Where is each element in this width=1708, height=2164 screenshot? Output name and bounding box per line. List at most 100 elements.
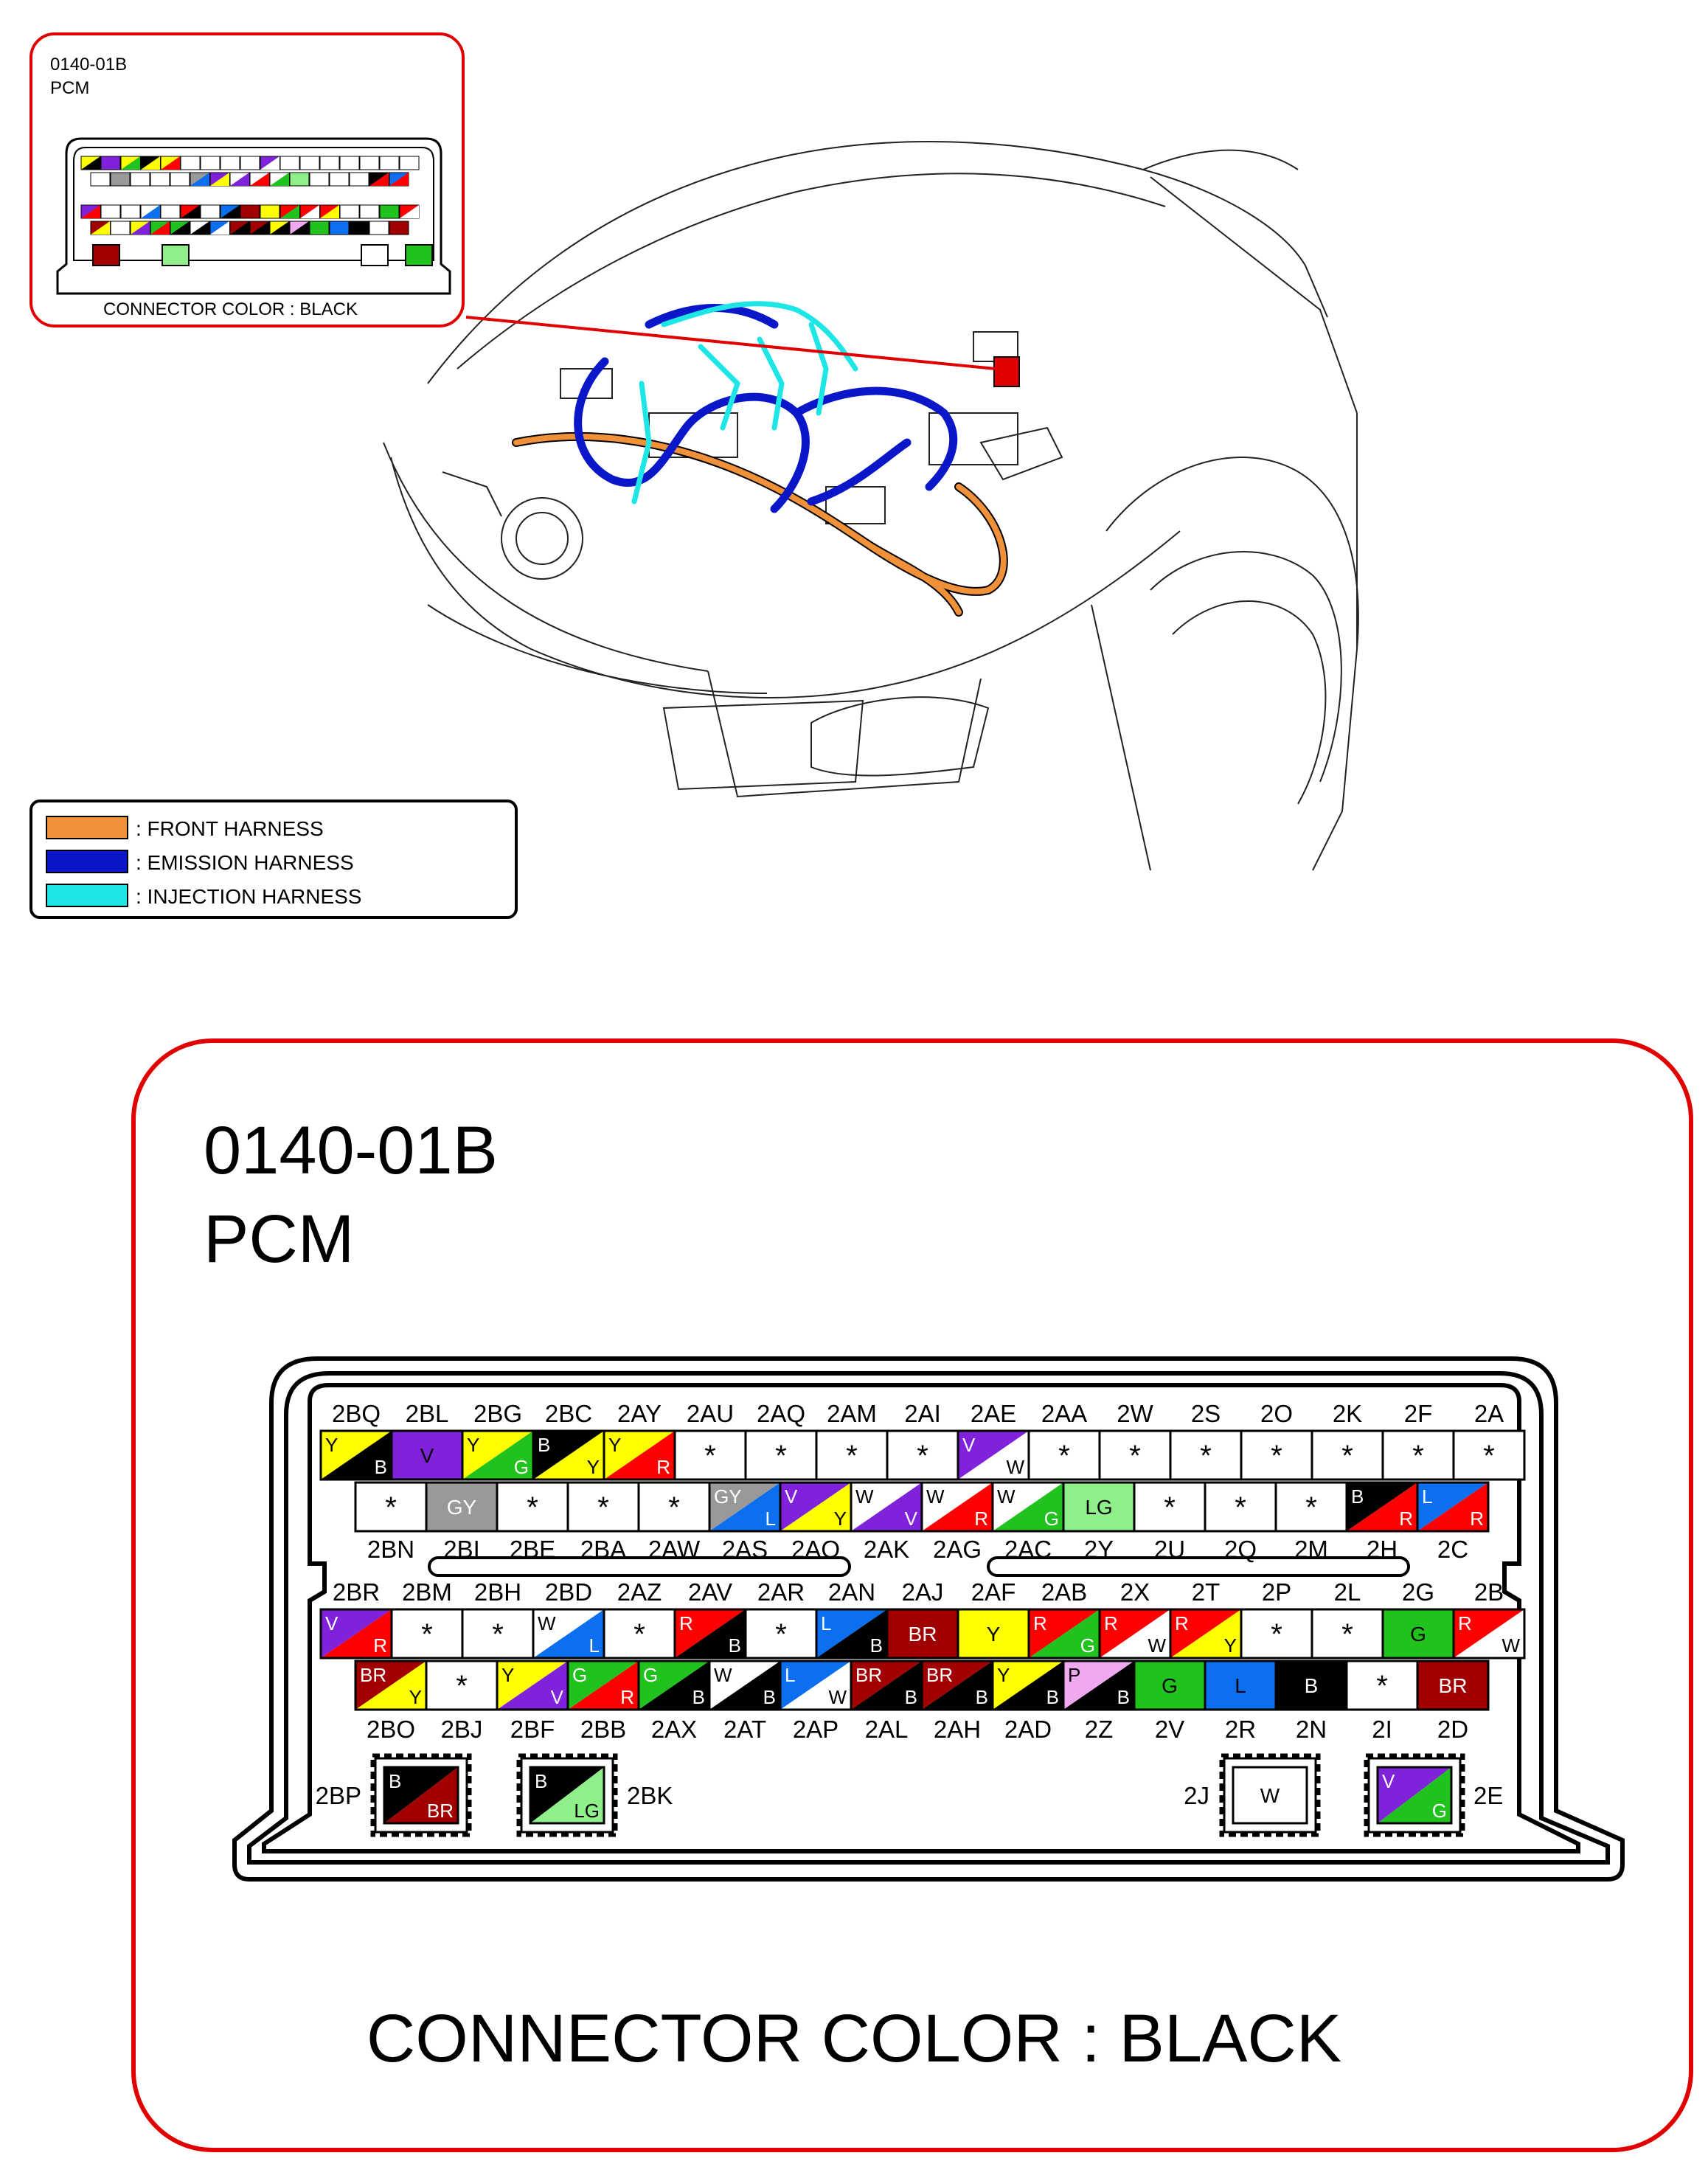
pin-color-code-secondary: V	[551, 1686, 564, 1708]
pin-empty-marker: *	[1129, 1440, 1141, 1472]
pin-cell-2ay[interactable]: YR	[603, 1429, 676, 1481]
pin-label: 2BE	[510, 1536, 555, 1563]
pin-cell-2bk[interactable]: BLG	[529, 1766, 605, 1825]
pin-cell-2n[interactable]: B	[1274, 1660, 1348, 1711]
pin-label: 2H	[1367, 1536, 1398, 1563]
pin-cell-2h[interactable]: BR	[1345, 1481, 1419, 1533]
pin-cell-2bq[interactable]: YB	[319, 1429, 393, 1481]
pin-cell-2bo[interactable]: BRY	[354, 1660, 428, 1711]
pin-cell-2aq[interactable]: *	[744, 1429, 818, 1481]
pin-cell-2bi[interactable]: GY	[425, 1481, 499, 1533]
pin-cell-2f[interactable]: *	[1381, 1429, 1455, 1481]
pin-cell-2bl[interactable]: V	[390, 1429, 464, 1481]
connector-detail-panel	[131, 1038, 1693, 2152]
pin-cell-2d[interactable]: BR	[1416, 1660, 1490, 1711]
pin-cell-2s[interactable]: *	[1169, 1429, 1243, 1481]
mini-pin-secondary	[230, 221, 249, 235]
pin-cell-2v[interactable]: G	[1133, 1660, 1207, 1711]
pin-cell-2i[interactable]: *	[1345, 1660, 1419, 1711]
pin-cell-2bh[interactable]: *	[461, 1608, 535, 1660]
pin-cell-2al[interactable]: BRB	[850, 1660, 923, 1711]
mini-pin-secondary	[210, 173, 229, 186]
mini-pin	[349, 172, 369, 187]
pin-cell-2bd[interactable]: WL	[532, 1608, 605, 1660]
pin-cell-2aw[interactable]: *	[637, 1481, 711, 1533]
pin-cell-2t[interactable]: RY	[1169, 1608, 1243, 1660]
pin-cell-2o[interactable]: *	[1240, 1429, 1313, 1481]
pin-cell-2bb[interactable]: GR	[566, 1660, 640, 1711]
pin-cell-2aa[interactable]: *	[1027, 1429, 1101, 1481]
pin-cell-2br[interactable]: VR	[319, 1608, 393, 1660]
connector-inset[interactable]: 0140-01B PCM CONNECTOR COLOR : BLACK	[29, 32, 465, 327]
pin-cell-2ah[interactable]: BRB	[920, 1660, 994, 1711]
pin-cell-2ai[interactable]: *	[886, 1429, 959, 1481]
pin-label: 2M	[1294, 1536, 1328, 1563]
pin-cell-2an[interactable]: LB	[815, 1608, 889, 1660]
pin-label: 2BC	[545, 1400, 592, 1427]
pin-cell-2at[interactable]: WB	[708, 1660, 782, 1711]
pin-cell-2u[interactable]: *	[1133, 1481, 1207, 1533]
large-pin-2bp[interactable]: BBR	[370, 1753, 472, 1837]
pin-cell-2ar[interactable]: *	[744, 1608, 818, 1660]
pin-cell-2g[interactable]: G	[1381, 1608, 1455, 1660]
pin-cell-2bg[interactable]: YG	[461, 1429, 535, 1481]
pin-cell-2y[interactable]: LG	[1062, 1481, 1136, 1533]
mini-pin-secondary	[389, 173, 409, 186]
pin-cell-2ae[interactable]: VW	[957, 1429, 1030, 1481]
pin-cell-2az[interactable]: *	[603, 1608, 676, 1660]
pin-color-code-secondary: W	[1502, 1634, 1520, 1657]
pin-cell-2bj[interactable]: *	[425, 1660, 499, 1711]
pin-cell-2e[interactable]: VG	[1376, 1766, 1453, 1825]
pin-cell-2p[interactable]: *	[1240, 1608, 1313, 1660]
pin-cell-2x[interactable]: RW	[1098, 1608, 1172, 1660]
pin-cell-2l[interactable]: *	[1310, 1608, 1384, 1660]
pin-label: 2BQ	[332, 1400, 381, 1427]
pin-cell-2ad[interactable]: YB	[991, 1660, 1065, 1711]
pin-cell-2bc[interactable]: BY	[532, 1429, 605, 1481]
pin-cell-2af[interactable]: Y	[957, 1608, 1030, 1660]
pin-cell-2bf[interactable]: YV	[496, 1660, 569, 1711]
pin-cell-2ax[interactable]: GB	[637, 1660, 711, 1711]
pin-cell-2as[interactable]: GYL	[708, 1481, 782, 1533]
pin-color-code-secondary: G	[1044, 1508, 1059, 1530]
pin-cell-2r[interactable]: L	[1204, 1660, 1277, 1711]
pin-cell-2aj[interactable]: BR	[886, 1608, 959, 1660]
pin-cell-2q[interactable]: *	[1204, 1481, 1277, 1533]
pin-cell-2k[interactable]: *	[1310, 1429, 1384, 1481]
pin-empty-marker: *	[385, 1491, 397, 1524]
large-pin-2e[interactable]: VG	[1364, 1753, 1465, 1837]
pin-cell-2ak[interactable]: WV	[850, 1481, 923, 1533]
pin-color-code-secondary: B	[1117, 1686, 1130, 1708]
pin-cell-2am[interactable]: *	[815, 1429, 889, 1481]
pin-cell-2b[interactable]: RW	[1452, 1608, 1526, 1660]
pin-cell-2c[interactable]: LR	[1416, 1481, 1490, 1533]
pin-label: 2AU	[687, 1400, 734, 1427]
pin-cell-2z[interactable]: PB	[1062, 1660, 1136, 1711]
pin-cell-2a[interactable]: *	[1452, 1429, 1526, 1481]
pin-cell-2ac[interactable]: WG	[991, 1481, 1065, 1533]
pin-cell-2ag[interactable]: WR	[920, 1481, 994, 1533]
pin-cell-2be[interactable]: *	[496, 1481, 569, 1533]
pin-cell-2ba[interactable]: *	[566, 1481, 640, 1533]
pin-cell-2ap[interactable]: LW	[779, 1660, 853, 1711]
pin-empty-marker: *	[1341, 1618, 1353, 1651]
pin-cell-2ao[interactable]: VY	[779, 1481, 853, 1533]
pin-cell-2bm[interactable]: *	[390, 1608, 464, 1660]
pin-cell-2ab[interactable]: RG	[1027, 1608, 1101, 1660]
pin-cell-2w[interactable]: *	[1098, 1429, 1172, 1481]
pin-color-code-secondary: Y	[834, 1508, 847, 1530]
large-pin-2bk[interactable]: BLG	[516, 1753, 618, 1837]
pin-cell-2j[interactable]: W	[1232, 1766, 1308, 1825]
large-pin-2j[interactable]: W	[1219, 1753, 1321, 1837]
pin-color-code-primary: V	[962, 1434, 976, 1456]
pin-cell-2bn[interactable]: *	[354, 1481, 428, 1533]
pin-label: 2AZ	[617, 1578, 662, 1606]
pin-cell-2av[interactable]: RB	[673, 1608, 747, 1660]
pin-cell-2au[interactable]: *	[673, 1429, 747, 1481]
pin-label: 2BM	[402, 1578, 452, 1606]
pin-label: 2AL	[865, 1716, 909, 1743]
pin-color-code-secondary: L	[766, 1508, 776, 1530]
harness-legend: : FRONT HARNESS : EMISSION HARNESS : INJ…	[29, 800, 518, 919]
pin-cell-2bp[interactable]: BBR	[383, 1766, 459, 1825]
pin-cell-2m[interactable]: *	[1274, 1481, 1348, 1533]
